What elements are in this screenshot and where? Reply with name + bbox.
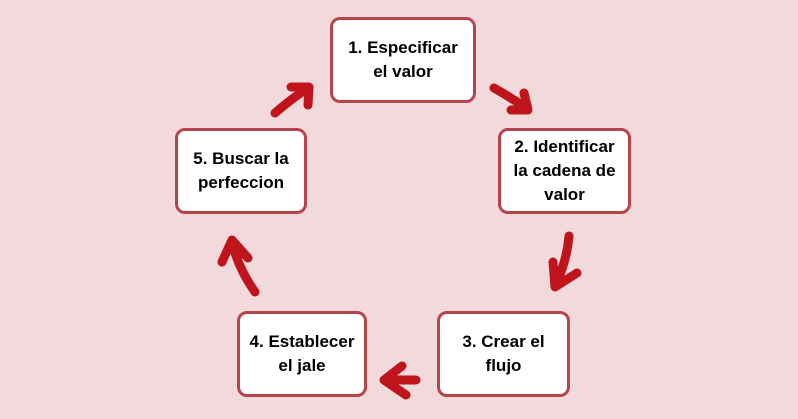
step-1-line-1: 1. Especificar bbox=[348, 38, 458, 57]
step-3-label: 3. Crear el flujo bbox=[462, 330, 544, 378]
step-5-label: 5. Buscar la perfeccion bbox=[193, 147, 288, 195]
step-2-label: 2. Identificar la cadena de valor bbox=[513, 135, 615, 207]
arrow-3-to-4-icon bbox=[379, 361, 421, 400]
step-4-label: 4. Establecer el jale bbox=[250, 330, 355, 378]
step-1-label: 1. Especificar el valor bbox=[348, 36, 458, 84]
arrow-5-to-1-icon bbox=[270, 82, 314, 118]
step-4-line-1: 4. Establecer bbox=[249, 332, 355, 351]
step-1-box: 1. Especificar el valor bbox=[330, 17, 476, 103]
arrow-2-to-3-icon bbox=[548, 231, 582, 292]
step-2-box: 2. Identificar la cadena de valor bbox=[498, 128, 631, 214]
step-4-line-2: el jale bbox=[278, 356, 326, 375]
step-2-line-2: la cadena de bbox=[513, 161, 616, 180]
step-3-line-2: flujo bbox=[485, 356, 522, 375]
step-5-line-2: perfeccion bbox=[198, 173, 284, 192]
arrow-1-to-2-icon bbox=[489, 83, 533, 115]
step-2-line-1: 2. Identificar bbox=[514, 137, 615, 156]
step-2-line-3: valor bbox=[544, 185, 585, 204]
step-5-box: 5. Buscar la perfeccion bbox=[175, 128, 307, 214]
step-5-line-1: 5. Buscar la bbox=[193, 149, 289, 168]
arrow-4-to-5-icon bbox=[217, 235, 260, 297]
step-3-line-1: 3. Crear el bbox=[462, 332, 545, 351]
step-3-box: 3. Crear el flujo bbox=[437, 311, 570, 397]
step-4-box: 4. Establecer el jale bbox=[237, 311, 367, 397]
step-1-line-2: el valor bbox=[373, 62, 433, 81]
